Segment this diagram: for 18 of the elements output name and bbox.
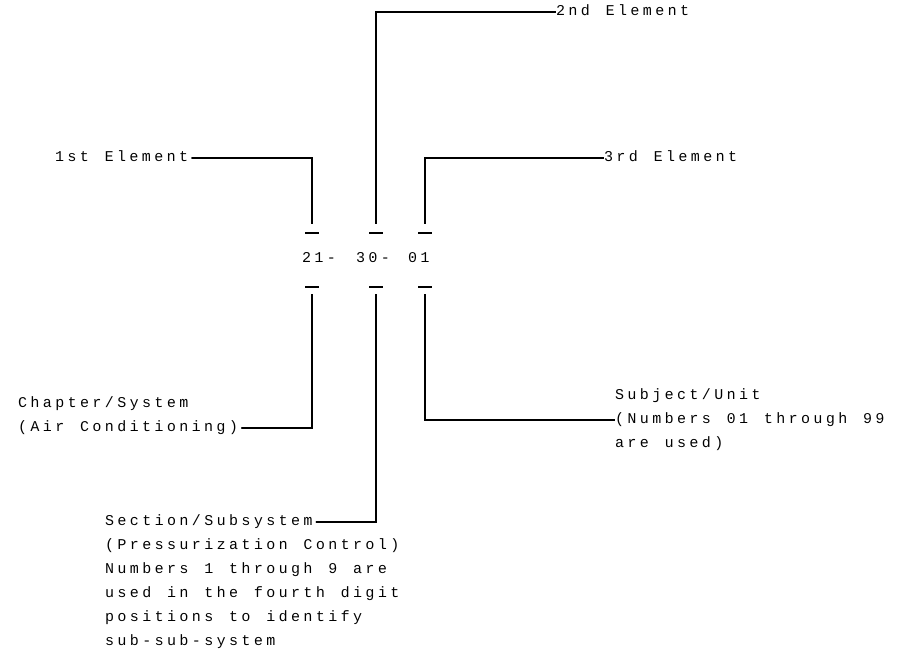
leader-line	[191, 157, 313, 224]
element-label: Section/Subsystem	[105, 512, 316, 532]
element-label: 3rd Element	[604, 148, 740, 168]
element-label: Chapter/System	[18, 394, 192, 414]
element-label: 2nd Element	[556, 2, 692, 22]
code-number: 01	[408, 224, 433, 294]
leader-line	[241, 294, 313, 429]
code-number: 21-	[302, 224, 340, 294]
leader-line	[424, 294, 615, 421]
leader-line	[424, 157, 604, 224]
leader-line	[375, 11, 556, 224]
description-text: (Pressurization Control) Numbers 1 through 9 are used in the fourth digit positions to identify sub-sub-system	[105, 536, 404, 652]
code-number: 30-	[356, 224, 394, 294]
leader-line	[316, 294, 377, 523]
element-label: Subject/Unit	[615, 386, 764, 406]
description-text: (Numbers 01 through 99 are used)	[615, 410, 889, 454]
element-label: 1st Element	[55, 148, 192, 168]
description-text: (Air Conditioning)	[18, 418, 242, 438]
